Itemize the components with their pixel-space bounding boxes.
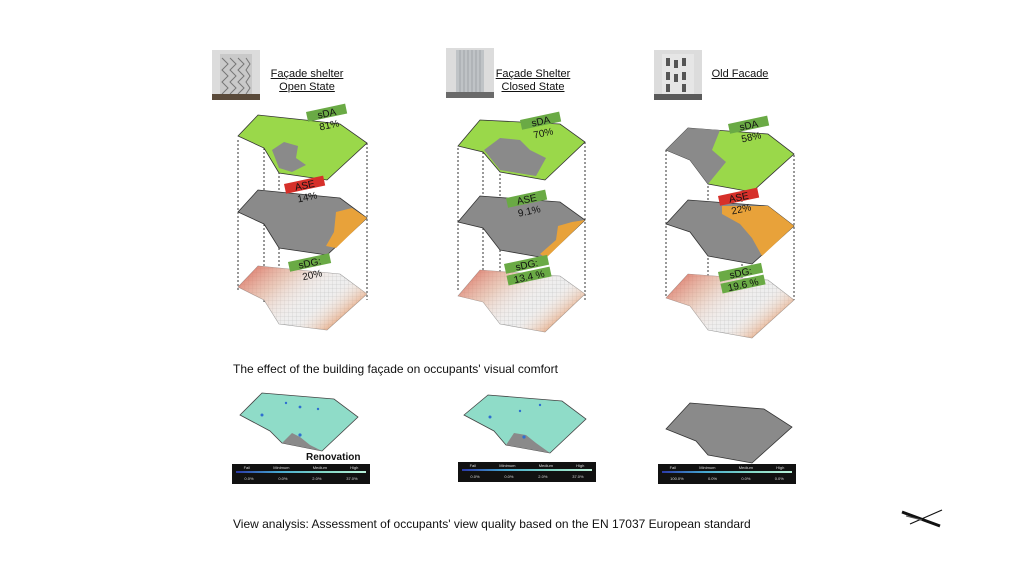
legend-header: Medium — [738, 465, 753, 470]
column-1-plans — [237, 114, 368, 331]
legend-value: 2.0% — [312, 476, 322, 481]
heading-line: Façade shelter — [270, 68, 344, 80]
sda-value-col3: 58% — [740, 130, 762, 145]
ase-label-col1: ASE — [294, 179, 316, 194]
legend-value: 100.0% — [670, 476, 684, 481]
sda-tag-col2: sDA 70% — [520, 111, 562, 141]
legend-header: Minimum — [273, 465, 290, 470]
legend-value: 0.0% — [470, 474, 480, 479]
sdg-label-col2: sDG: — [515, 258, 540, 273]
ase-tag-col1: ASE 14% — [284, 175, 326, 205]
sda-label-col1: sDA — [317, 107, 338, 122]
building-thumbnail-closed — [446, 48, 494, 98]
view-legend-col1: Fail Minimum Medium High 0.0% 0.0% 2.0% … — [232, 464, 370, 484]
floor-plan-diagram: sDA 81% ASE 14% sDG: 20% sDA 70% ASE — [237, 103, 795, 339]
heading-line: Façade Shelter — [495, 68, 571, 80]
sda-label-col2: sDA — [531, 115, 552, 130]
legend-gradient — [236, 471, 366, 473]
sdg-value-col1: 20% — [301, 268, 323, 283]
column-3-plans — [665, 127, 795, 339]
legend-value: 0.0% — [244, 476, 254, 481]
legend-value: 0.0% — [504, 474, 514, 479]
legend-header: Minimum — [499, 463, 516, 468]
ase-value-col1: 14% — [296, 190, 318, 205]
metric-labels: sDA 81% ASE 14% sDG: 20% sDA 70% ASE — [284, 103, 770, 294]
legend-header: Fail — [469, 463, 477, 468]
ase-value-col3: 22% — [730, 202, 752, 217]
heading-column-1: Façade shelter Open State — [262, 68, 352, 94]
ase-label-col3: ASE — [728, 191, 750, 206]
legend-header: High — [576, 463, 585, 468]
sdg-tag-col3: sDG: 19.6 % — [718, 262, 766, 294]
heading-line: Closed State — [501, 81, 565, 93]
legend-value: 37.0% — [346, 476, 358, 481]
legend-value: 37.0% — [572, 474, 584, 479]
legend-header: High — [350, 465, 359, 470]
column-2-plans — [457, 119, 586, 333]
view-plan-col2 — [463, 394, 587, 454]
heading-column-2: Façade Shelter Closed State — [488, 68, 578, 94]
legend-header: High — [776, 465, 785, 470]
legend-header: Minimum — [699, 465, 716, 470]
legend-header: Medium — [538, 463, 553, 468]
building-thumbnail-open — [212, 50, 260, 100]
sda-value-col1: 81% — [318, 118, 340, 133]
sdg-tag-col2: sDG: 13.4 % — [504, 254, 552, 286]
view-analysis-diagram — [239, 392, 793, 464]
caption-visual-comfort: The effect of the building façade on occ… — [233, 362, 558, 376]
building-thumbnail-old — [654, 50, 702, 100]
legend-value: 0.0% — [278, 476, 288, 481]
renovation-label: Renovation — [306, 452, 361, 463]
legend-value: 0.0% — [774, 476, 784, 481]
ase-tag-col2: ASE 9.1% — [505, 189, 548, 220]
view-legend-col3: Fail Minimum Medium High 100.0% 0.0% 0.0… — [658, 464, 796, 484]
view-legend-col2: Fail Minimum Medium High 0.0% 0.0% 2.0% … — [458, 462, 596, 482]
legend-value: 0.0% — [741, 476, 751, 481]
logo-mark-icon — [901, 509, 943, 528]
ase-value-col2: 9.1% — [517, 204, 542, 220]
legend-gradient — [662, 471, 792, 473]
sda-value-col2: 70% — [532, 126, 554, 141]
legend-value: 0.0% — [707, 476, 718, 481]
heading-column-3: Old Facade — [700, 68, 780, 81]
heading-line: Old Facade — [711, 68, 769, 80]
heading-line: Open State — [279, 81, 335, 93]
view-plan-col1 — [239, 392, 359, 452]
legend-header: Medium — [312, 465, 327, 470]
legend-header: Fail — [243, 465, 251, 470]
sdg-label-col3: sDG: — [729, 266, 754, 281]
sda-label-col3: sDA — [739, 119, 760, 134]
ase-tag-col3: ASE 22% — [718, 187, 760, 217]
legend-value: 2.0% — [538, 474, 548, 479]
sda-tag-col1: sDA 81% — [306, 103, 348, 133]
legend-header: Fail — [669, 465, 677, 470]
sdg-label-col1: sDG: — [298, 256, 323, 271]
sda-tag-col3: sDA 58% — [728, 115, 770, 145]
caption-view-analysis: View analysis: Assessment of occupants' … — [233, 517, 751, 531]
legend-gradient — [462, 469, 592, 471]
view-plan-col3 — [665, 402, 793, 464]
ase-label-col2: ASE — [516, 193, 538, 208]
sdg-tag-col1: sDG: 20% — [288, 253, 332, 283]
